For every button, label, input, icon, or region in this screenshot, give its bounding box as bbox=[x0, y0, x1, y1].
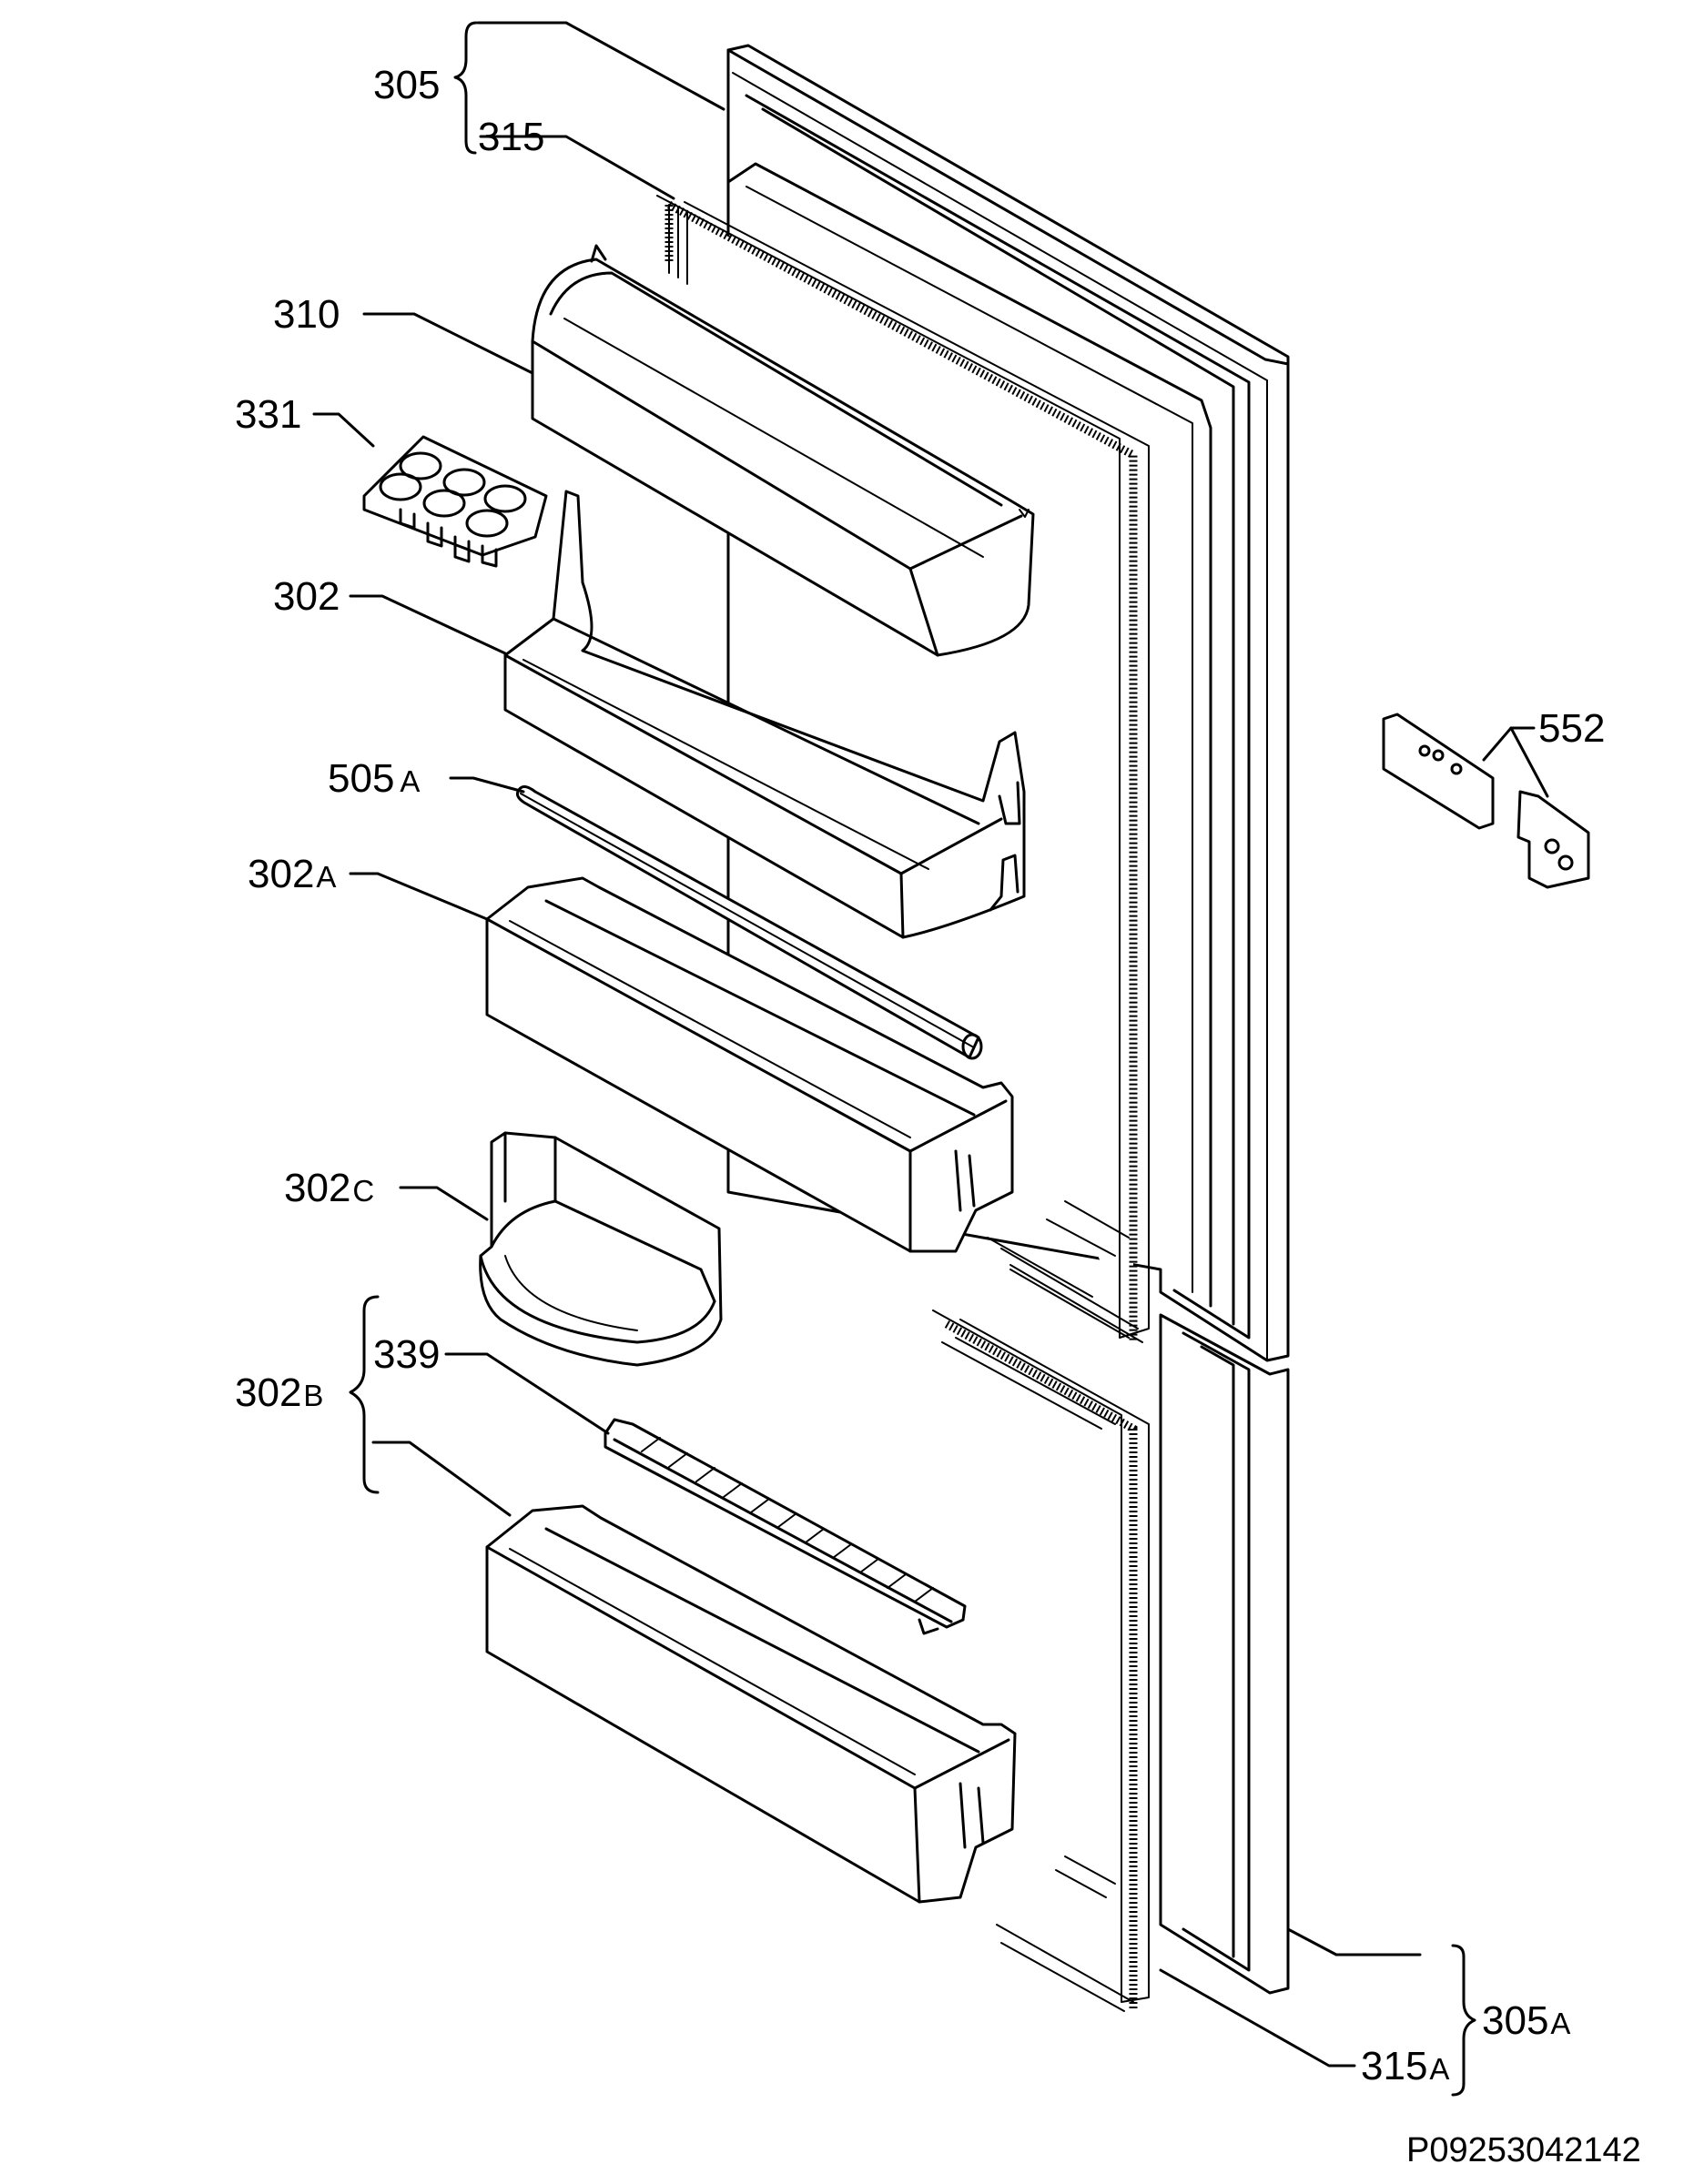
label-331: 331 bbox=[235, 392, 301, 437]
label-315a: 315A bbox=[1361, 2044, 1449, 2088]
door-shelf-upper bbox=[503, 490, 1026, 939]
small-door-box bbox=[479, 1131, 723, 1367]
lower-door-gasket bbox=[932, 1309, 1150, 2012]
label-302c: 302C bbox=[284, 1166, 374, 1210]
hinge-plates bbox=[1382, 713, 1590, 889]
reference-code: P09253042142 bbox=[1406, 2131, 1641, 2169]
lower-door-panel bbox=[1159, 1313, 1290, 1995]
label-302a: 302A bbox=[248, 852, 336, 896]
label-310: 310 bbox=[273, 292, 340, 337]
shelf-rod bbox=[516, 785, 983, 1060]
leader-lines bbox=[312, 21, 1549, 2097]
door-shelf-middle bbox=[485, 876, 1014, 1253]
label-552: 552 bbox=[1538, 706, 1605, 751]
label-302: 302 bbox=[273, 574, 340, 619]
label-315: 315 bbox=[478, 115, 544, 159]
label-305: 305 bbox=[373, 63, 440, 107]
label-339: 339 bbox=[373, 1332, 440, 1377]
dairy-compartment-cover bbox=[531, 244, 1035, 657]
bottle-divider-rack bbox=[604, 1418, 967, 1635]
door-shelf-lower bbox=[485, 1504, 1017, 1904]
egg-tray bbox=[362, 435, 548, 568]
label-305a: 305A bbox=[1482, 1998, 1570, 2043]
upper-door-liner bbox=[726, 162, 1212, 1308]
label-302b: 302B bbox=[235, 1370, 323, 1415]
